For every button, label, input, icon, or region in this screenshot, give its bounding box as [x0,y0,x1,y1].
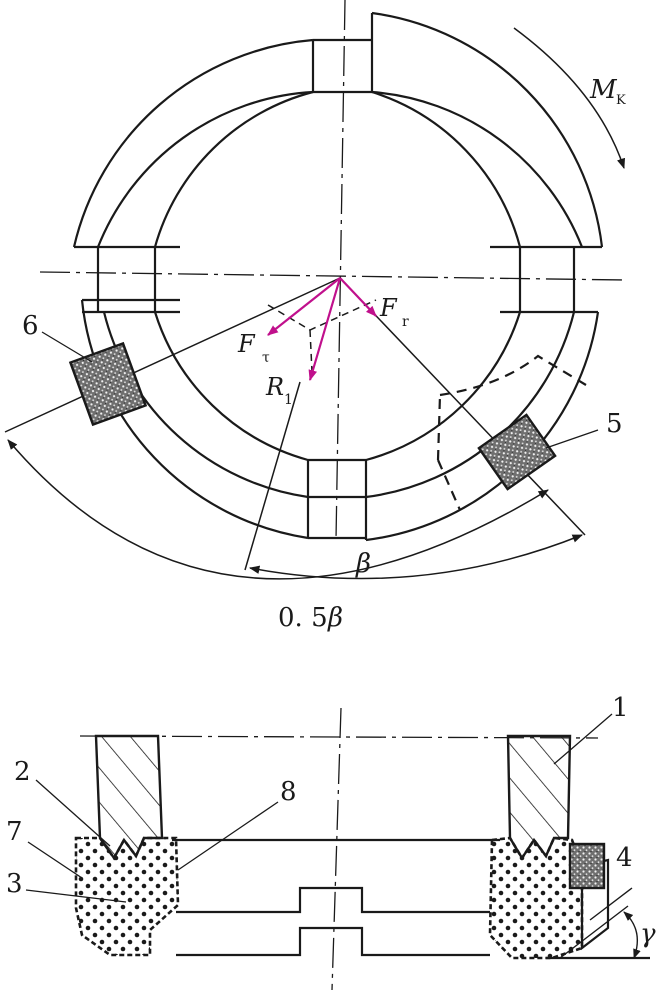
gamma-leg [559,905,629,959]
callout-7: 7 [6,817,23,847]
force-tangential-subscript: τ [262,350,270,366]
top-view [72,11,604,542]
left-bond [74,836,180,957]
half-beta-prefix: 0. 5 [278,603,328,633]
force-radial-label: F [379,294,398,322]
callout-3: 3 [6,869,23,899]
insert-4-abrasive [568,842,606,890]
inner-ring [82,90,584,499]
force-radial-subscript: r [402,314,409,330]
force-tangential-label: F [237,330,256,358]
resultant-label: R [265,373,284,401]
beta-label: β [355,549,371,579]
segment-top-left [72,38,314,248]
force-radial-arrow [339,277,377,317]
section-view: 1 2 8 7 3 4 γ [6,693,656,991]
callout-1: 1 [612,693,629,723]
insert-6 [68,341,148,427]
body-outline [172,838,650,960]
gamma-label: γ [640,919,656,949]
callout-8: 8 [280,777,297,807]
callout-4: 4 [616,843,633,873]
right-bond [488,836,584,960]
gamma-arc [623,911,641,959]
segment-top-right [371,11,604,248]
segment-bottom-left [80,299,309,540]
moment-arrow [513,27,625,169]
callout-5: 5 [606,409,623,439]
leader-4 [589,887,633,921]
resultant-arrow [308,277,342,382]
half-beta-symbol: β [327,603,343,633]
section-leaders [25,713,613,903]
callout-6: 6 [22,311,39,341]
force-vectors [267,277,377,382]
top-labels: M K F τ F r R 1 β 0. 5 β 6 5 [22,75,626,633]
insert-5 [477,413,557,491]
resultant-subscript: 1 [284,392,293,408]
callout-2: 2 [14,757,31,787]
beta-dimension-arc [248,534,583,580]
top-leaders [41,331,599,449]
moment-label: M [589,75,618,105]
half-beta-dimension-arc [7,439,549,580]
force-tangential-arrow [267,277,341,336]
moment-subscript: K [616,93,626,108]
